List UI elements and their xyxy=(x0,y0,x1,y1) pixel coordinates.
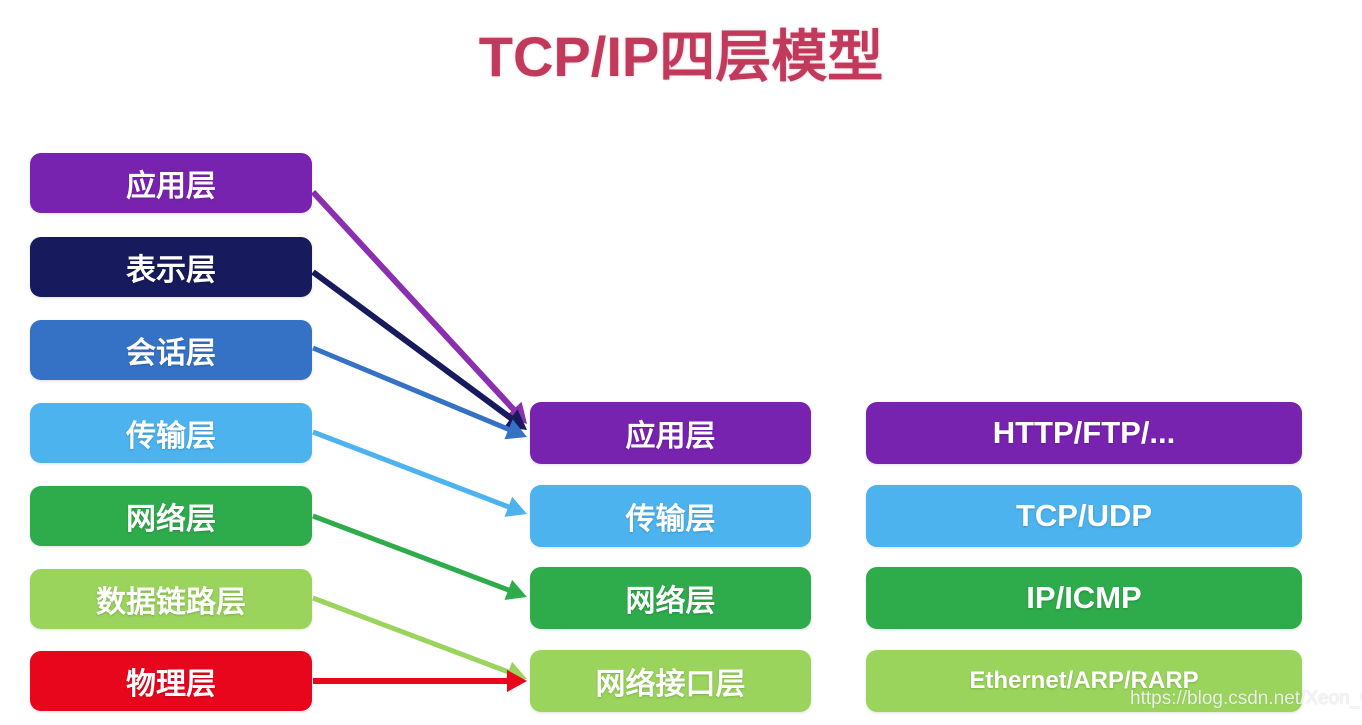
arrow-transport-to-transport xyxy=(312,429,527,517)
watermark-text: https://blog.csdn.net/Xeon_CC xyxy=(1130,688,1362,709)
tcpip-layer-box-2: 传输层 xyxy=(530,485,811,547)
osi-layer-box-5: 网络层 xyxy=(30,486,312,546)
tcpip-layer-box-4: 网络接口层 xyxy=(530,650,811,712)
protocol-box-2: TCP/UDP xyxy=(866,485,1302,547)
osi-layer-box-6: 数据链路层 xyxy=(30,569,312,629)
arrow-network-to-network xyxy=(312,513,527,600)
osi-layer-box-2: 表示层 xyxy=(30,237,312,297)
osi-layer-box-3: 会话层 xyxy=(30,320,312,380)
osi-layer-box-4: 传输层 xyxy=(30,403,312,463)
protocol-box-4: Ethernet/ARP/RARP xyxy=(866,650,1302,712)
page-title: TCP/IP四层模型 xyxy=(478,25,884,88)
protocol-box-1: HTTP/FTP/... xyxy=(866,402,1302,464)
protocol-box-3: IP/ICMP xyxy=(866,567,1302,629)
arrow-application-to-application xyxy=(310,189,527,424)
osi-layer-box-7: 物理层 xyxy=(30,651,312,711)
arrow-presentation-to-application xyxy=(311,269,527,430)
arrow-datalink-to-netinterface xyxy=(312,595,527,682)
tcpip-layer-box-3: 网络层 xyxy=(530,567,811,629)
osi-layer-box-1: 应用层 xyxy=(30,153,312,213)
tcpip-layer-box-1: 应用层 xyxy=(530,402,811,464)
arrow-session-to-application xyxy=(312,345,527,440)
arrow-physical-to-netinterface xyxy=(313,669,527,693)
